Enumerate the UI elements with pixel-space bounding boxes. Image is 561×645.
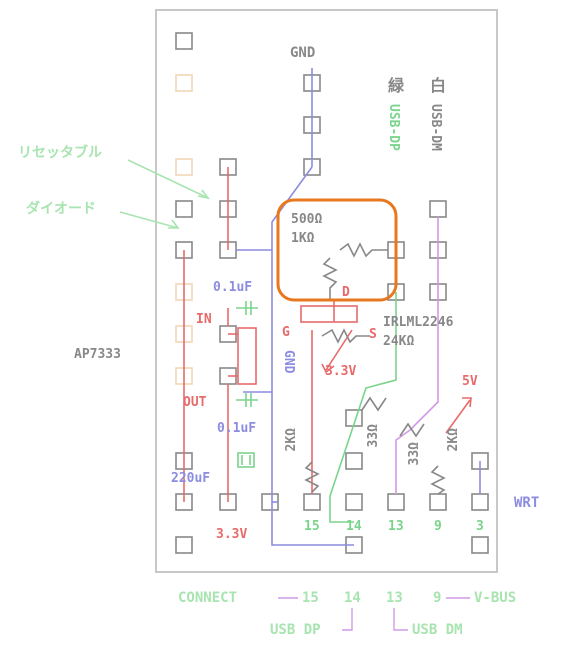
resistor-1k (322, 257, 338, 300)
gnd-wiring (236, 68, 481, 546)
in-label: IN (196, 312, 212, 327)
five-v-label: 5V (462, 374, 478, 389)
usb-dm-wiring (395, 217, 439, 494)
r1k-label: 1KΩ (291, 231, 315, 246)
r2k-left-label: 2KΩ (284, 428, 299, 452)
resistor-33-a (361, 396, 387, 412)
pad (345, 493, 363, 511)
pin-9-label: 9 (434, 519, 442, 534)
pin-14-label: 14 (346, 519, 362, 534)
c-bottom-label: 0.1uF (217, 421, 257, 436)
legend-connect: CONNECT (178, 590, 238, 606)
pad-faint (175, 158, 193, 176)
ap7333-body (237, 327, 257, 385)
r33-a-label: 33Ω (366, 424, 381, 448)
pad (345, 452, 363, 470)
r24k-label: 24KΩ (383, 334, 415, 349)
wrt-label: WRT (514, 495, 540, 511)
out-label: OUT (183, 395, 207, 410)
legend-usb-dp: USB DP (270, 622, 321, 638)
white-kanji-label: 白 (430, 76, 447, 95)
legend-usb-dm: USB DM (412, 622, 463, 638)
v33-mid-label: 3.3V (325, 364, 357, 379)
passives-green (236, 301, 258, 468)
c-top-label: 0.1uF (213, 280, 253, 295)
mosfet-body (300, 305, 358, 323)
resistor-2k-right (430, 465, 446, 495)
usb-dp-wiring (329, 292, 397, 523)
legend-lines (278, 597, 470, 631)
pad (471, 536, 489, 554)
c220-label: 220uF (171, 471, 211, 486)
legend-vbus: V-BUS (474, 590, 517, 606)
capacitor-220uf (237, 452, 255, 468)
pin-13-label: 13 (388, 519, 404, 534)
pad (175, 32, 193, 50)
usb-dp-vertical-label: USB-DP (386, 104, 401, 151)
g-label: G (282, 325, 290, 340)
gnd-top-label: GND (290, 45, 316, 61)
pad-faint (175, 74, 193, 92)
gnd-vertical-label: GND (281, 350, 296, 374)
resistor-2k-left (304, 461, 320, 493)
resettable-label: リセッタブル (18, 145, 102, 161)
r33-b-label: 33Ω (407, 442, 422, 466)
resistors (304, 242, 446, 495)
pin-15-label: 15 (304, 519, 320, 534)
highlight-box (276, 198, 398, 302)
legend-14: 14 (344, 590, 361, 606)
r500-label: 500Ω (291, 212, 323, 227)
resistor-24k (321, 328, 370, 344)
green-kanji-label: 緑 (388, 76, 405, 95)
legend-9: 9 (433, 590, 442, 606)
pad (175, 536, 193, 554)
d-label: D (342, 285, 350, 300)
pin-3-label: 3 (476, 519, 484, 534)
power-wiring (183, 167, 472, 502)
ap7333-label: AP7333 (74, 347, 121, 362)
legend-15: 15 (302, 590, 319, 606)
diode-label: ダイオード (26, 201, 96, 217)
mosfet-label: IRLML2246 (383, 315, 454, 330)
r2k-right-label: 2KΩ (446, 428, 461, 452)
resistor-500 (339, 242, 388, 258)
resistor-33-b (399, 422, 425, 438)
v33-bottom-label: 3.3V (216, 527, 248, 542)
pad (175, 200, 193, 218)
s-label: S (369, 327, 377, 342)
annotation-arrows (119, 159, 210, 229)
usb-dm-vertical-label: USB-DM (428, 104, 443, 151)
legend-13: 13 (386, 590, 403, 606)
board-outline (155, 9, 498, 573)
